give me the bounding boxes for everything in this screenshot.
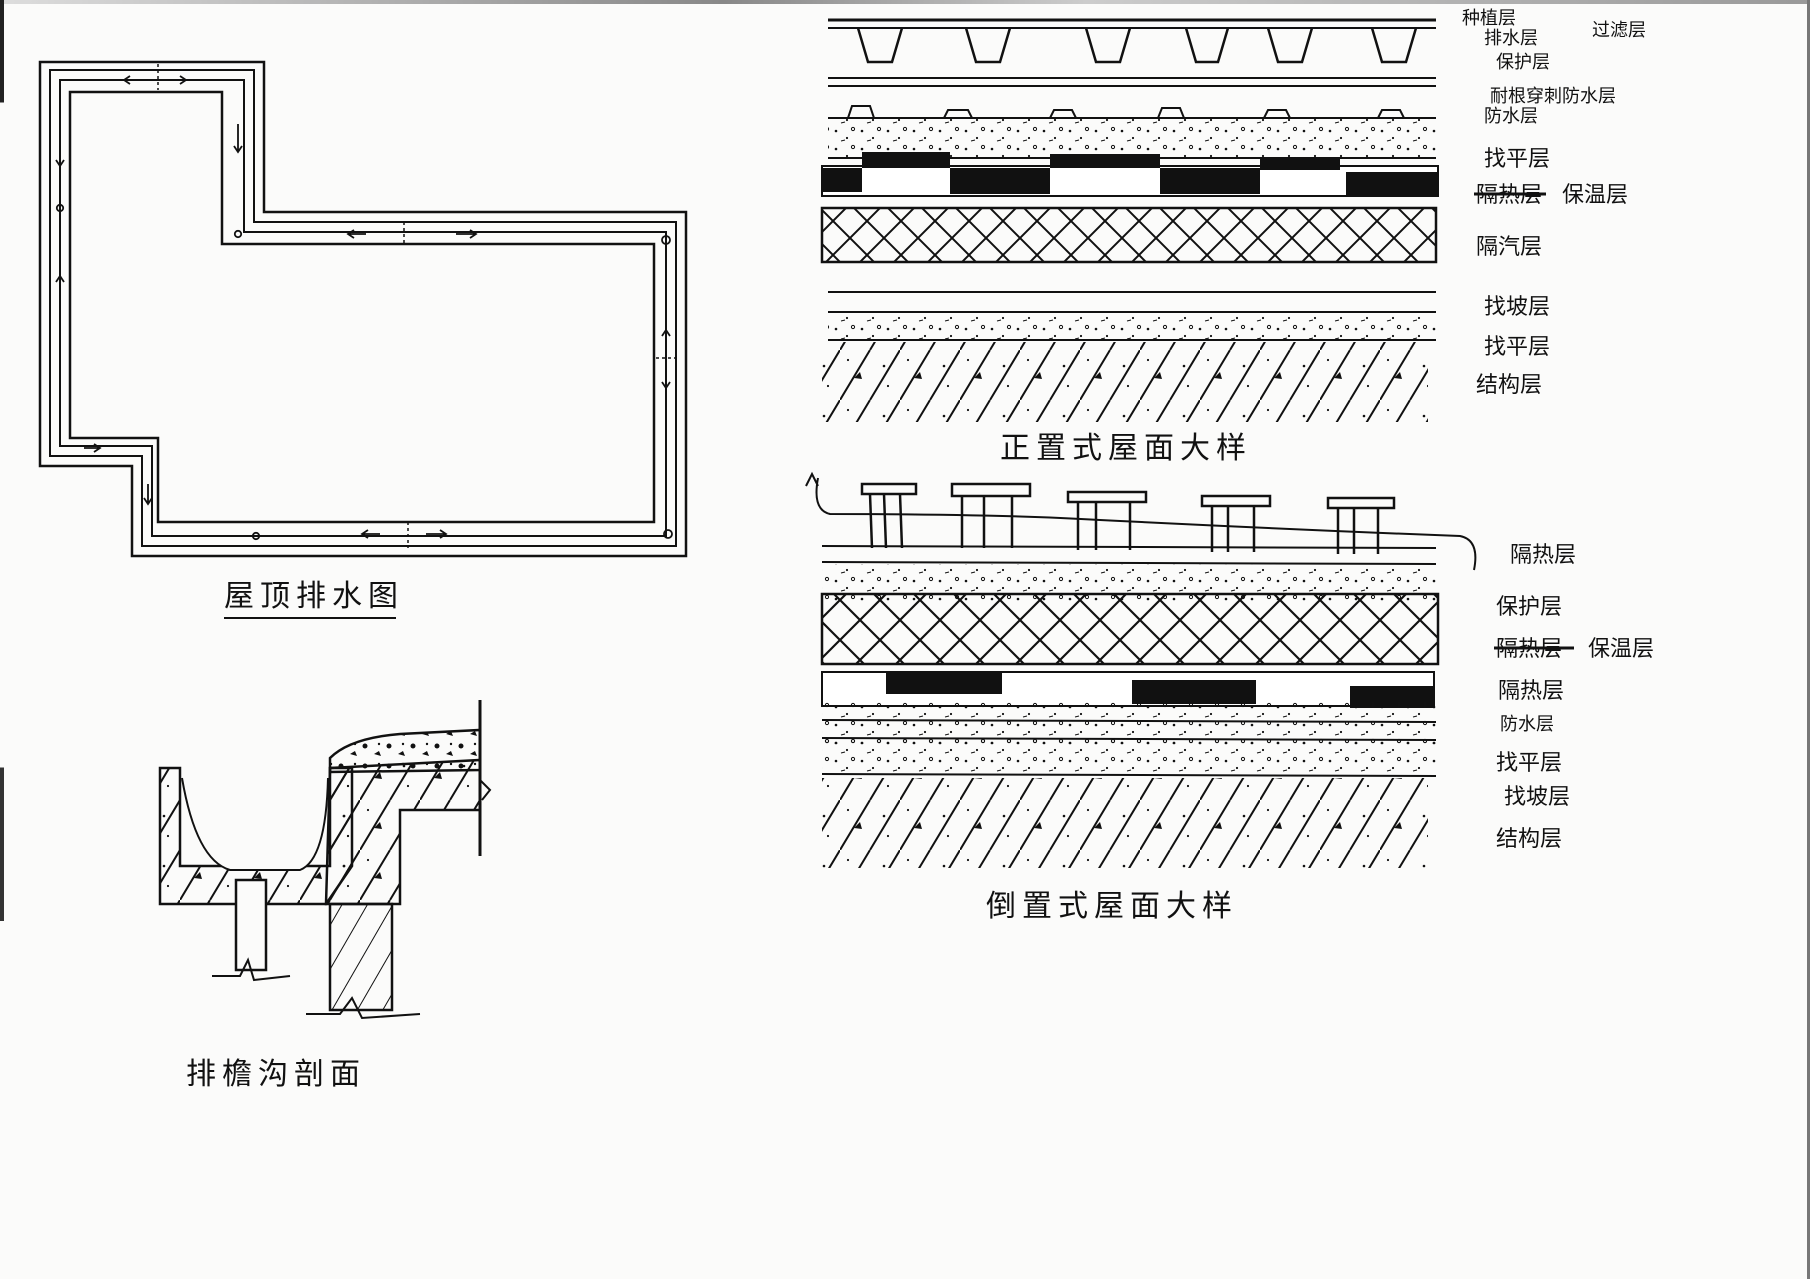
- label-vapour-barrier: 隔汽层: [1476, 235, 1542, 260]
- label-root-resistant-waterproof-layer: 耐根穿刺防水层: [1490, 86, 1616, 107]
- label-protection-layer: 保护层: [1496, 52, 1550, 73]
- label-slope-layer: 找坡层: [1484, 295, 1550, 320]
- inverted-roof-detail: [805, 471, 1477, 868]
- label-planting-layer: 种植层: [1462, 8, 1516, 29]
- label-drainage-layer: 排水层: [1484, 28, 1538, 49]
- label-heat-insulation-layer: 隔热层: [1510, 543, 1576, 568]
- label-slope-layer: 找坡层: [1504, 785, 1570, 810]
- scan-right-edge: [1807, 0, 1810, 1279]
- label-heat-layer: 隔热层: [1498, 679, 1564, 704]
- plan-inner-outline: [68, 90, 656, 524]
- gutter-section-detail: [158, 700, 492, 1020]
- scan-top-edge: [0, 0, 1810, 4]
- inverted-roof-caption: 倒置式屋面大样: [986, 889, 1238, 924]
- drainage-plan-caption: 屋顶排水图: [224, 579, 404, 614]
- inverted-roof-labels: 隔热层 保护层 隔热层 保温层 隔热层 防水层 找平层 找坡层 结构层: [1494, 543, 1654, 852]
- label-waterproof-layer: 防水层: [1500, 714, 1554, 735]
- label-insulation-layer: 保温层: [1562, 183, 1628, 208]
- label-structure-layer: 结构层: [1476, 373, 1542, 398]
- upright-roof-labels: 种植层 过滤层 排水层 保护层 耐根穿刺防水层 防水层 找平层 隔热层 保温层 …: [1462, 8, 1646, 398]
- roof-drainage-plan: [38, 60, 688, 619]
- label-leveling-layer: 找平层: [1496, 751, 1562, 776]
- plan-outer-outline: [38, 60, 688, 558]
- label-protection-layer: 保护层: [1496, 595, 1562, 620]
- label-waterproof-layer: 防水层: [1484, 106, 1538, 127]
- upright-roof-caption: 正置式屋面大样: [1000, 431, 1252, 466]
- upright-roof-detail: [820, 18, 1439, 422]
- label-structure-layer: 结构层: [1496, 827, 1562, 852]
- label-leveling-layer-2: 找平层: [1484, 335, 1550, 360]
- scan-left-edge: [0, 0, 4, 1279]
- label-filter-layer: 过滤层: [1592, 20, 1646, 41]
- label-leveling-layer: 找平层: [1484, 147, 1550, 172]
- gutter-section-caption: 排檐沟剖面: [186, 1057, 366, 1092]
- label-insulation-layer: 保温层: [1588, 637, 1654, 662]
